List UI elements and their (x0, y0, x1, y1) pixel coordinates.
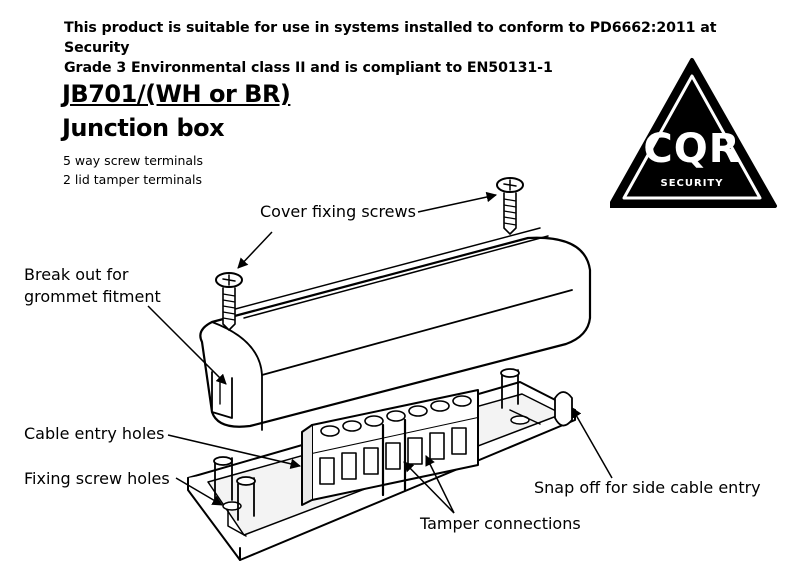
logo-brand: CQR (643, 126, 741, 172)
callout-break-out-line2: grommet fitment (24, 287, 161, 306)
product-title: Junction box (62, 114, 225, 142)
callout-cable-entry: Cable entry holes (24, 424, 165, 443)
callout-fixing-holes: Fixing screw holes (24, 469, 170, 488)
spec-screw-terminals: 5 way screw terminals (63, 153, 204, 168)
callout-snap-off: Snap off for side cable entry (534, 478, 761, 497)
cqr-logo: CQR SECURITY (608, 56, 780, 220)
spec-tamper-terminals: 2 lid tamper terminals (63, 172, 202, 187)
triangle-logo-icon (608, 58, 777, 208)
callout-tamper: Tamper connections (420, 514, 581, 533)
callout-break-out: Break out for grommet fitment (24, 264, 161, 308)
compliance-line-2: Grade 3 Environmental class II and is co… (64, 60, 553, 76)
logo-tagline: SECURITY (660, 178, 724, 189)
callout-cover-screws: Cover fixing screws (260, 202, 416, 221)
callout-break-out-line1: Break out for (24, 265, 129, 284)
compliance-statement: This product is suitable for use in syst… (64, 18, 764, 78)
cover-screw-left (215, 272, 243, 331)
junction-box-cover (199, 227, 592, 431)
model-number: JB701/(WH or BR) (62, 80, 291, 108)
terminal-block (301, 389, 479, 506)
compliance-line-1: This product is suitable for use in syst… (64, 20, 717, 56)
cover-screw-right (496, 177, 524, 235)
